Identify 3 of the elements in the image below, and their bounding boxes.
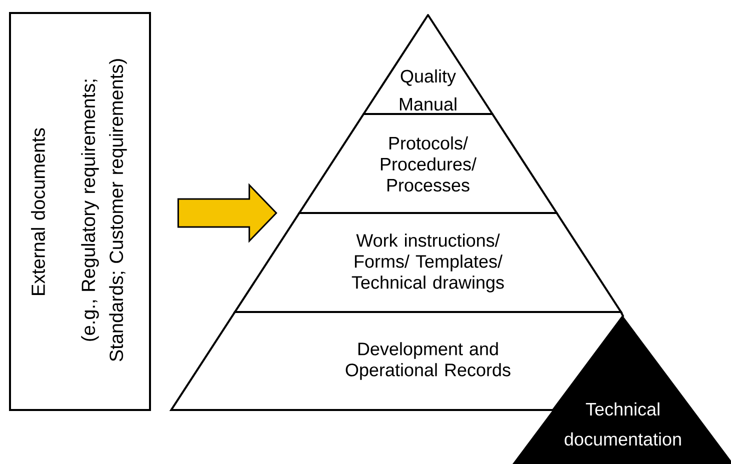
pyramid-level: Quality Manual bbox=[362, 14, 494, 115]
block-arrow bbox=[177, 183, 278, 243]
text-box: External documents (e.g., Regulatory requirements; Standards; Customer requirements) bbox=[9, 12, 151, 411]
